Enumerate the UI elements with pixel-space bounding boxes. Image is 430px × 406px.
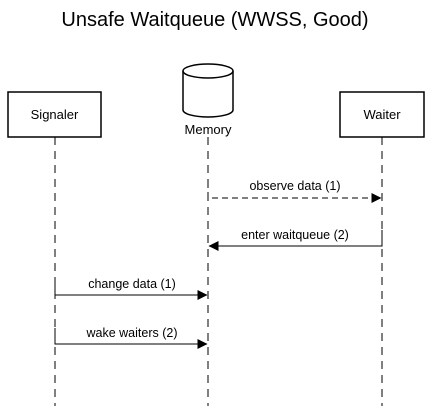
message-label: change data (1) [88,277,176,291]
waiter-box [339,91,425,138]
message-arrow [207,182,382,203]
message-arrow [208,230,383,251]
message-arrow [54,279,208,300]
waiter-label: Waiter [363,107,401,122]
message-label: observe data (1) [249,179,340,193]
signaler-label: Signaler [31,107,79,122]
message-arrow [54,328,208,349]
signaler-box [7,91,102,138]
message-enter-waitqueue: enter waitqueue (2) [208,228,383,251]
message-wake-waiters: wake waiters (2) [54,326,208,349]
message-change-data: change data (1) [54,277,208,300]
diagram-title: Unsafe Waitqueue (WWSS, Good) [61,9,368,31]
memory-actor: Memory [182,63,234,137]
message-label: wake waiters (2) [86,326,178,340]
message-label: enter waitqueue (2) [241,228,349,242]
memory-label: Memory [185,122,232,137]
waiter-actor: Waiter [339,91,425,138]
message-observe-data: observe data (1) [207,179,382,203]
database-icon [182,63,234,118]
signaler-actor: Signaler [7,91,102,138]
